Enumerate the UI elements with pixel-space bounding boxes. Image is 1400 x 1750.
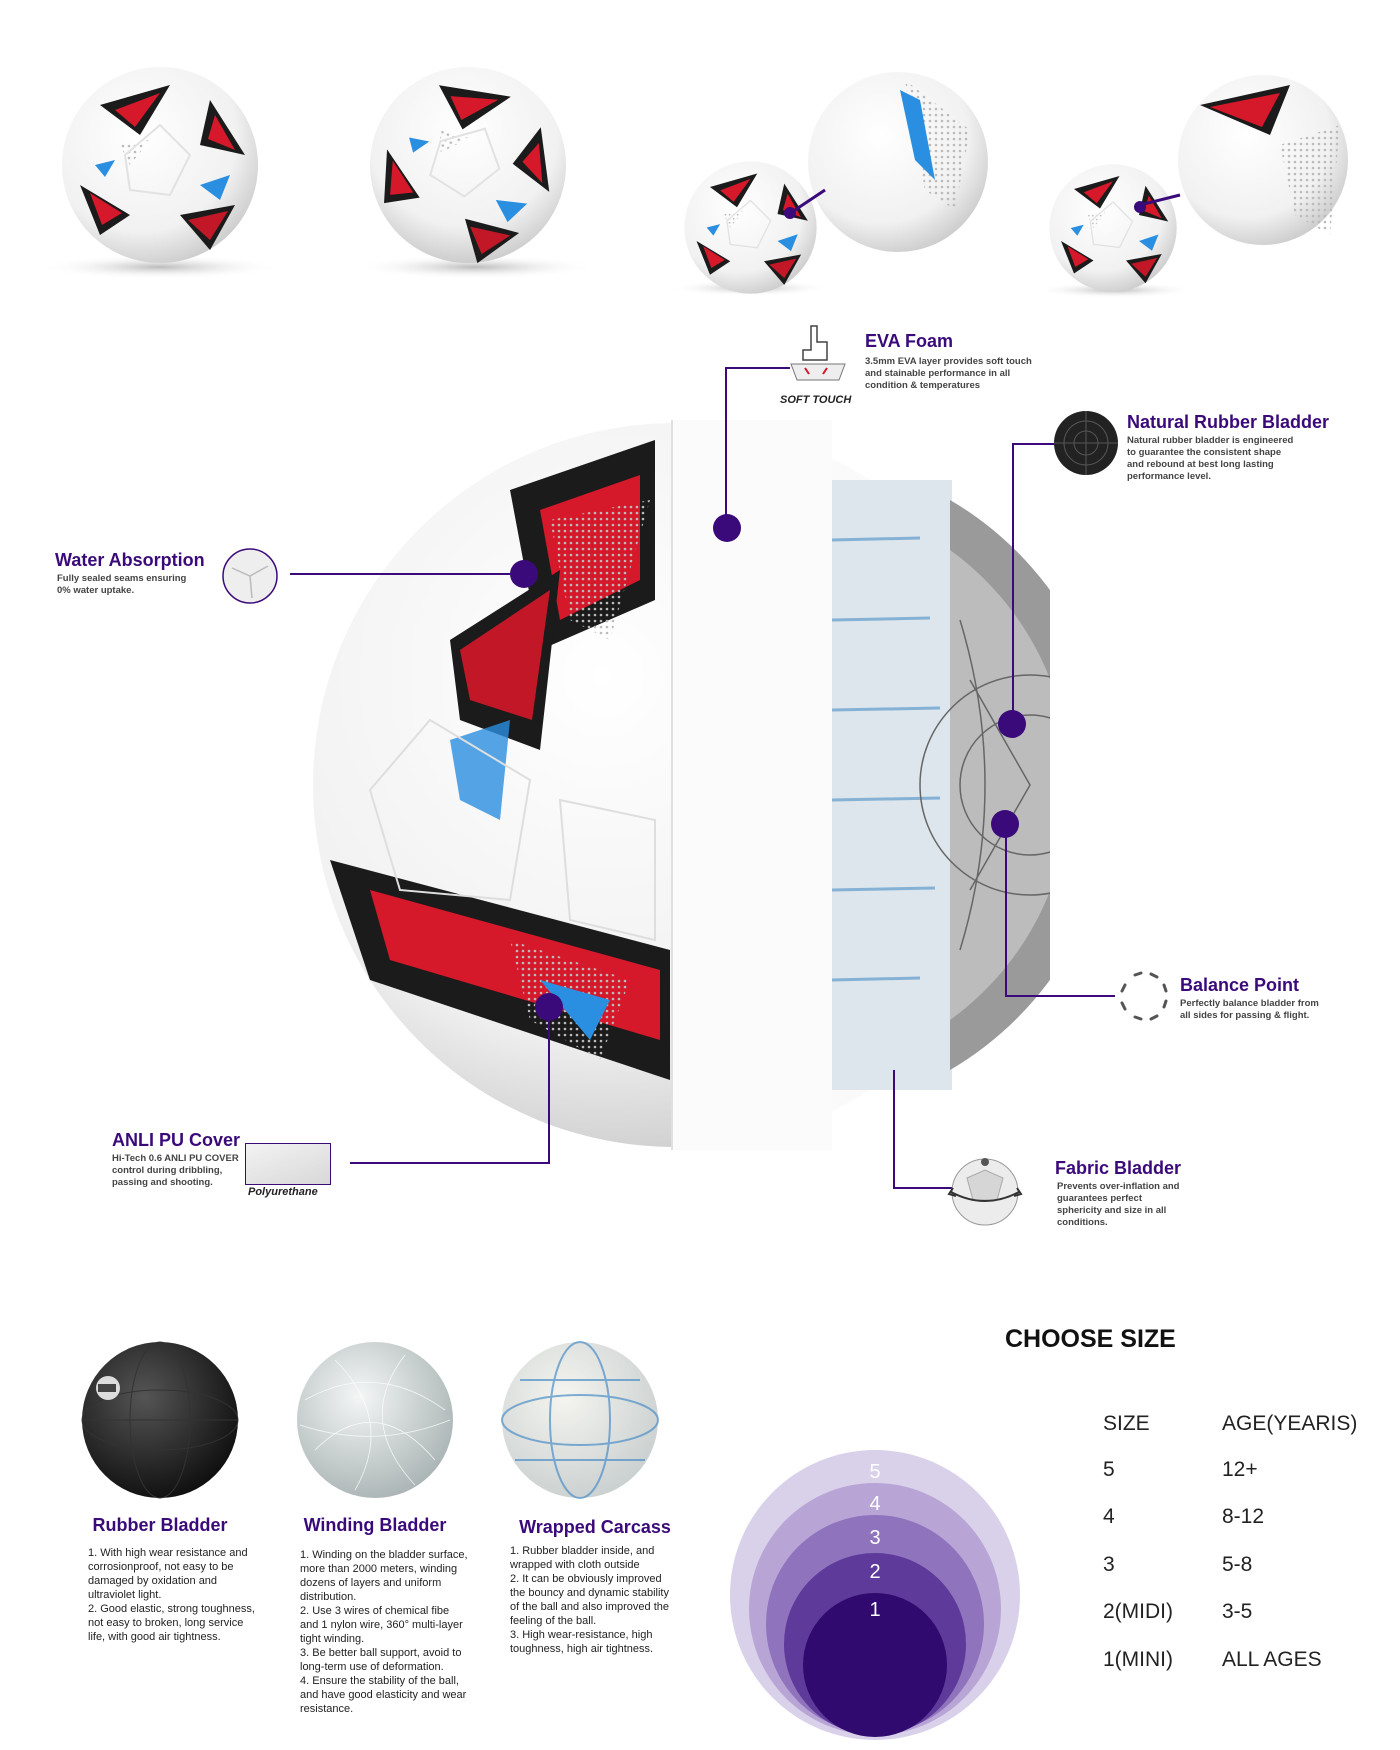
size-row-2-age: 8-12 — [1222, 1505, 1265, 1528]
size-circle-label-5: 5 — [869, 1461, 880, 1483]
balance-point-icon — [1115, 967, 1173, 1025]
balance-point-text: Perfectly balance bladder from all sides… — [1180, 998, 1319, 1021]
ball-cutaway-illustration — [310, 420, 1050, 1150]
size-row-2-size: 4 — [1103, 1505, 1115, 1528]
water-absorption-title: Water Absorption — [55, 550, 205, 570]
size-circle-label-1: 1 — [869, 1599, 880, 1621]
balance-point-marker — [991, 810, 1019, 838]
size-row-3-size: 3 — [1103, 1553, 1115, 1576]
winding-bladder-title: Winding Bladder — [303, 1515, 447, 1535]
fabric-bladder-text: Prevents over-inflation and guarantees p… — [1057, 1181, 1180, 1228]
size-chart-title: CHOOSE SIZE — [1005, 1325, 1176, 1353]
pu-cover-title: ANLI PU Cover — [112, 1130, 241, 1150]
size-circle-1 — [803, 1593, 947, 1737]
fabric-bladder-icon — [945, 1150, 1025, 1230]
rubber-bladder-image — [80, 1340, 240, 1500]
natural-rubber-marker — [998, 710, 1026, 738]
pu-cover-icon — [245, 1143, 331, 1185]
size-circle-label-2: 2 — [869, 1561, 880, 1583]
wrapped-carcass-text: 1. Rubber bladder inside, and wrapped wi… — [510, 1545, 669, 1655]
water-absorption-text: Fully sealed seams ensuring 0% water upt… — [57, 573, 187, 596]
size-col-header: SIZE — [1103, 1412, 1150, 1435]
wrapped-carcass-title: Wrapped Carcass — [519, 1517, 671, 1537]
size-row-5-size: 1(MINI) — [1103, 1648, 1173, 1671]
pu-cover-icon-label: Polyurethane — [248, 1186, 318, 1198]
size-circle-label-3: 3 — [869, 1527, 880, 1549]
winding-bladder-text: 1. Winding on the bladder surface, more … — [300, 1549, 468, 1715]
wrapped-carcass-image — [500, 1340, 660, 1500]
rubber-bladder-title: Rubber Bladder — [92, 1515, 228, 1535]
eva-foam-text: 3.5mm EVA layer provides soft touch and … — [865, 356, 1032, 391]
size-row-4-size: 2(MIDI) — [1103, 1600, 1173, 1623]
fabric-bladder-title: Fabric Bladder — [1055, 1158, 1182, 1178]
product-view-2 — [336, 33, 610, 297]
balance-point-title: Balance Point — [1180, 975, 1300, 995]
size-row-3-age: 5-8 — [1222, 1553, 1253, 1576]
product-detail-view-1 — [670, 70, 995, 300]
eva-foam-icon — [783, 318, 853, 388]
size-circle-label-4: 4 — [869, 1493, 880, 1515]
size-row-1-age: 12+ — [1222, 1458, 1258, 1481]
size-row-4-age: 3-5 — [1222, 1600, 1253, 1623]
natural-rubber-text: Natural rubber bladder is engineered to … — [1127, 435, 1294, 482]
water-absorption-marker — [510, 560, 538, 588]
eva-foam-title: EVA Foam — [865, 331, 954, 351]
pu-cover-text: Hi-Tech 0.6 ANLI PU COVER control during… — [112, 1153, 239, 1188]
size-row-5-age: ALL AGES — [1222, 1648, 1322, 1671]
rubber-bladder-text: 1. With high wear resistance and corrosi… — [88, 1547, 255, 1643]
pu-cover-marker — [535, 993, 563, 1021]
natural-rubber-title: Natural Rubber Bladder — [1127, 412, 1330, 432]
eva-foam-marker — [713, 514, 741, 542]
size-row-1-size: 5 — [1103, 1458, 1115, 1481]
age-col-header: AGE(YEARIS) — [1222, 1412, 1358, 1435]
eva-foam-icon-label: SOFT TOUCH — [780, 394, 852, 406]
product-view-1 — [25, 55, 295, 285]
size-circles: 5 4 3 2 1 — [730, 1410, 1020, 1740]
product-detail-view-2 — [1035, 75, 1360, 305]
winding-bladder-image — [295, 1340, 455, 1500]
rubber-bladder-icon — [1053, 410, 1119, 476]
seam-icon — [222, 548, 278, 604]
